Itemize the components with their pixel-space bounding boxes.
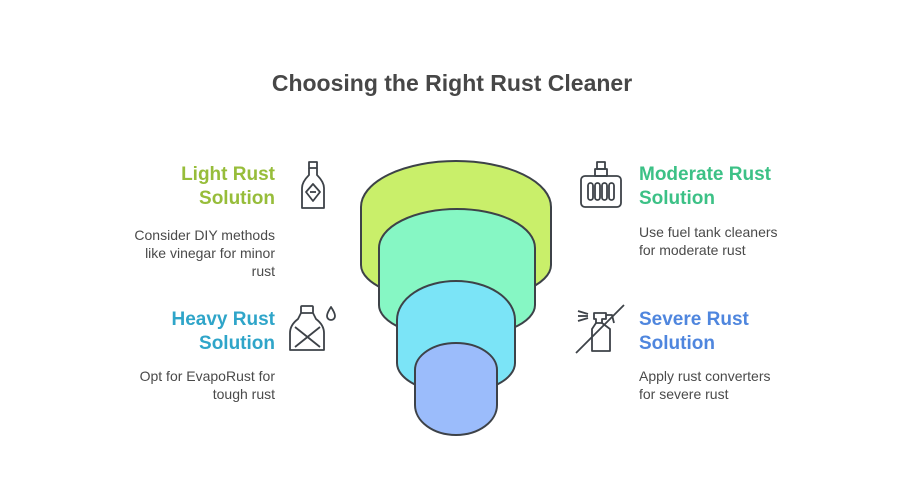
funnel-tier-severe bbox=[414, 342, 498, 436]
light-rust-heading: Light Rust Solution bbox=[181, 164, 275, 209]
bottle-icon bbox=[301, 161, 325, 209]
spray-bottle-crossed-icon bbox=[575, 304, 625, 354]
severe-rust-heading: Severe Rust Solution bbox=[639, 309, 749, 354]
moderate-rust-description: Use fuel tank cleaners for moderate rust bbox=[639, 224, 778, 258]
funnel-diagram bbox=[360, 160, 552, 436]
heavy-rust-heading: Heavy Rust Solution bbox=[171, 309, 276, 354]
jug-drop-icon bbox=[289, 305, 336, 351]
fuel-tank-icon bbox=[580, 161, 622, 208]
light-rust-description: Consider DIY methods like vinegar for mi… bbox=[134, 227, 275, 279]
diagram-title: Choosing the Right Rust Cleaner bbox=[271, 70, 633, 96]
moderate-rust-heading: Moderate Rust Solution bbox=[639, 164, 771, 209]
severe-rust-description: Apply rust converters for severe rust bbox=[639, 368, 771, 402]
heavy-rust-description: Opt for EvapoRust for tough rust bbox=[139, 368, 275, 402]
